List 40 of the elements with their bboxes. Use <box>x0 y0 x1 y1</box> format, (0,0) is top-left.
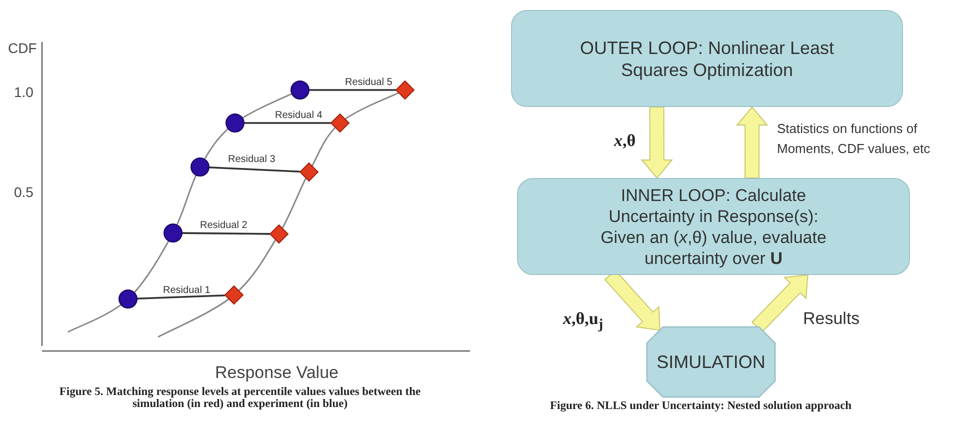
edge-label: Results <box>803 309 860 329</box>
experiment-marker <box>225 113 245 133</box>
process-octagon <box>647 327 775 397</box>
residual-line <box>136 294 226 300</box>
simulation-marker <box>299 162 319 182</box>
block-arrow <box>751 274 808 333</box>
process-box <box>511 10 903 107</box>
experiment-marker <box>163 223 183 243</box>
axis-label: CDF <box>8 40 37 56</box>
residual-line <box>182 232 270 235</box>
simulation-marker <box>330 113 350 133</box>
edge-label: x,θ <box>614 131 636 151</box>
tick-label: 0.5 <box>14 184 34 200</box>
figure-caption: Figure 6. NLLS under Uncertainty: Nested solution approach <box>550 400 850 412</box>
residual-line <box>208 166 300 172</box>
edge-label: Residual 3 <box>228 154 276 165</box>
experiment-marker <box>118 289 138 309</box>
residual-line <box>309 89 396 91</box>
edge-label: Residual 2 <box>200 220 248 231</box>
experiment-marker <box>290 80 310 100</box>
process-box <box>517 178 910 275</box>
simulation-marker <box>395 80 415 100</box>
edge-label: Residual 4 <box>275 110 322 121</box>
simulation-marker <box>269 224 289 244</box>
tick-label: 1.0 <box>14 84 34 100</box>
axis-label: Response Value <box>215 363 338 383</box>
simulation-marker <box>224 285 244 305</box>
box-heading: OUTER LOOP: Nonlinear Least Squares Optimization <box>578 36 836 80</box>
experiment-marker <box>190 157 210 177</box>
box-heading: INNER LOOP: Calculate Uncertainty in Response(s): <box>608 184 820 226</box>
edge-label: x,θ,u$_{j}$ <box>563 309 604 334</box>
block-arrow <box>640 106 673 179</box>
block-arrow <box>736 106 768 178</box>
residual-line <box>244 122 331 124</box>
edge-label: Statistics on functions of Moments, CDF values, etc <box>777 120 932 158</box>
box-text: Given an (x,θ) value, evaluate uncertainty over U <box>600 226 828 268</box>
edge-label: Residual 5 <box>345 77 392 88</box>
figure-caption: Figure 5. Matching response levels at percentile values values between the simulation (in red) and experiment (in blue) <box>58 386 422 410</box>
box-heading: SIMULATION <box>656 351 766 373</box>
edge-label: Residual 1 <box>163 285 210 296</box>
